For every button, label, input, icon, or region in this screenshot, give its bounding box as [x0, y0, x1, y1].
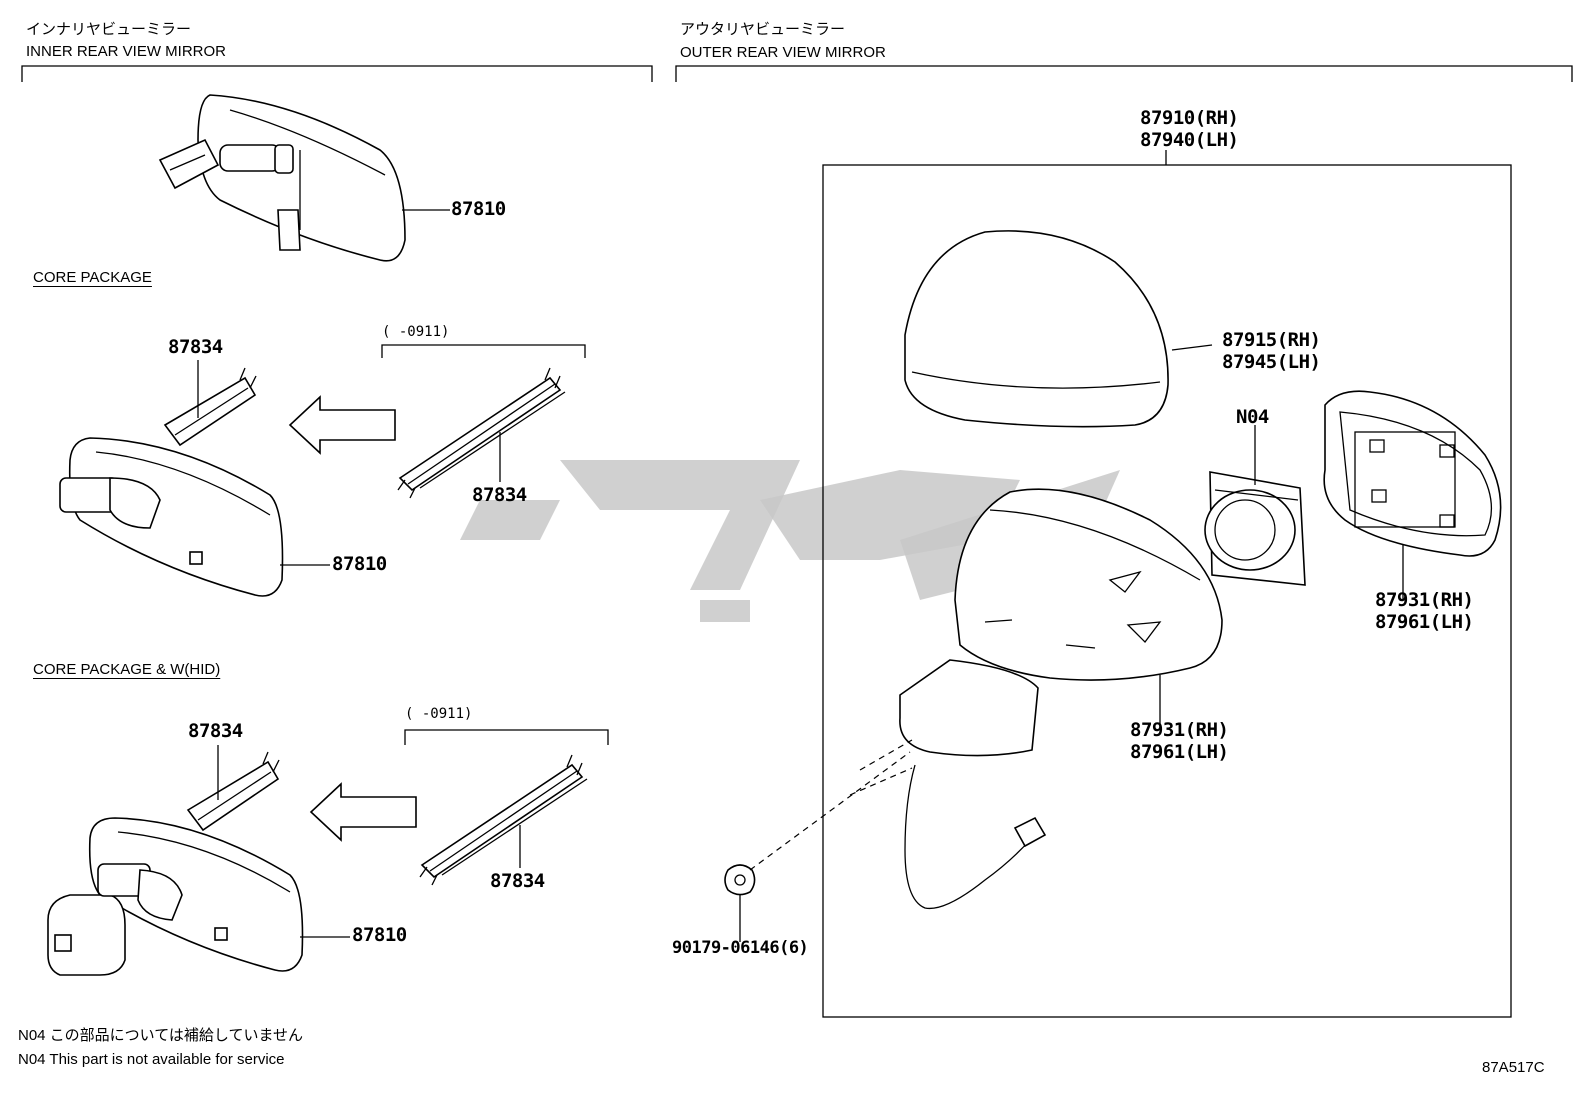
mirror-actuator-n04 — [1204, 471, 1306, 586]
part-label-glass: 87931(RH) 87961(LH) — [1375, 589, 1474, 634]
mounting-clip — [724, 864, 756, 896]
part-label-87945-lh: 87945(LH) — [1222, 350, 1321, 373]
part-label-clip: 90179-06146(6) — [672, 938, 809, 958]
core-package-hid-mirror — [47, 817, 304, 976]
part-label-87810-top: 87810 — [451, 198, 506, 220]
outer-mirror-body — [899, 488, 1223, 910]
outer-assembly-frame — [822, 164, 1512, 1018]
core-package-hid-date-range: ( -0911) — [405, 706, 473, 722]
core-package-hid-title: CORE PACKAGE & W(HID) — [33, 661, 221, 678]
part-label-87940-lh: 87940(LH) — [1140, 128, 1239, 151]
core-package-hid-bracket-small — [186, 751, 280, 832]
part-label-87961-lh-glass: 87961(LH) — [1375, 610, 1474, 633]
part-label-87931-rh-glass: 87931(RH) — [1375, 589, 1474, 611]
part-label-87810-core: 87810 — [332, 553, 387, 575]
part-label-87834-core-a: 87834 — [168, 336, 223, 358]
part-label-cover: 87915(RH) 87945(LH) — [1222, 329, 1321, 374]
inner-title-en: INNER REAR VIEW MIRROR — [26, 43, 227, 60]
outer-title-en: OUTER REAR VIEW MIRROR — [680, 44, 886, 61]
core-package-hid-arrow — [309, 782, 417, 842]
note-en: N04 This part is not available for servi… — [18, 1051, 285, 1068]
core-package-date-range: ( -0911) — [382, 324, 450, 340]
outer-title-jp: アウタリヤビューミラー — [680, 21, 846, 38]
part-label-87834-core-b: 87834 — [472, 484, 527, 506]
core-package-mirror — [59, 437, 284, 597]
part-label-87915-rh: 87915(RH) — [1222, 329, 1321, 351]
inner-title-jp: インナリヤビューミラー — [26, 21, 192, 38]
part-label-87961-lh-body: 87961(LH) — [1130, 740, 1229, 763]
inner-mirror-top — [158, 94, 406, 262]
core-package-hid-bracket-long — [419, 754, 588, 886]
mirror-glass — [1323, 390, 1502, 557]
part-label-87834-hid-b: 87834 — [490, 870, 545, 892]
part-label-87910-rh: 87910(RH) — [1140, 107, 1239, 129]
core-package-arrow — [288, 395, 396, 455]
core-package-title: CORE PACKAGE — [33, 269, 152, 286]
part-label-87810-hid: 87810 — [352, 924, 407, 946]
figure-code: 87A517C — [1482, 1059, 1545, 1076]
part-label-body: 87931(RH) 87961(LH) — [1130, 719, 1229, 764]
part-label-n04: N04 — [1236, 406, 1269, 428]
outer-mirror-cover — [904, 230, 1169, 428]
part-label-87834-hid-a: 87834 — [188, 720, 243, 742]
part-label-assembly: 87910(RH) 87940(LH) — [1140, 107, 1239, 152]
outer-section-bracket — [675, 65, 1573, 82]
inner-section-bracket — [21, 65, 653, 82]
core-package-bracket-long — [397, 367, 566, 499]
core-package-bracket-small — [163, 367, 257, 447]
note-jp: N04 この部品については補給していません — [18, 1027, 304, 1044]
part-label-87931-rh-body: 87931(RH) — [1130, 719, 1229, 741]
